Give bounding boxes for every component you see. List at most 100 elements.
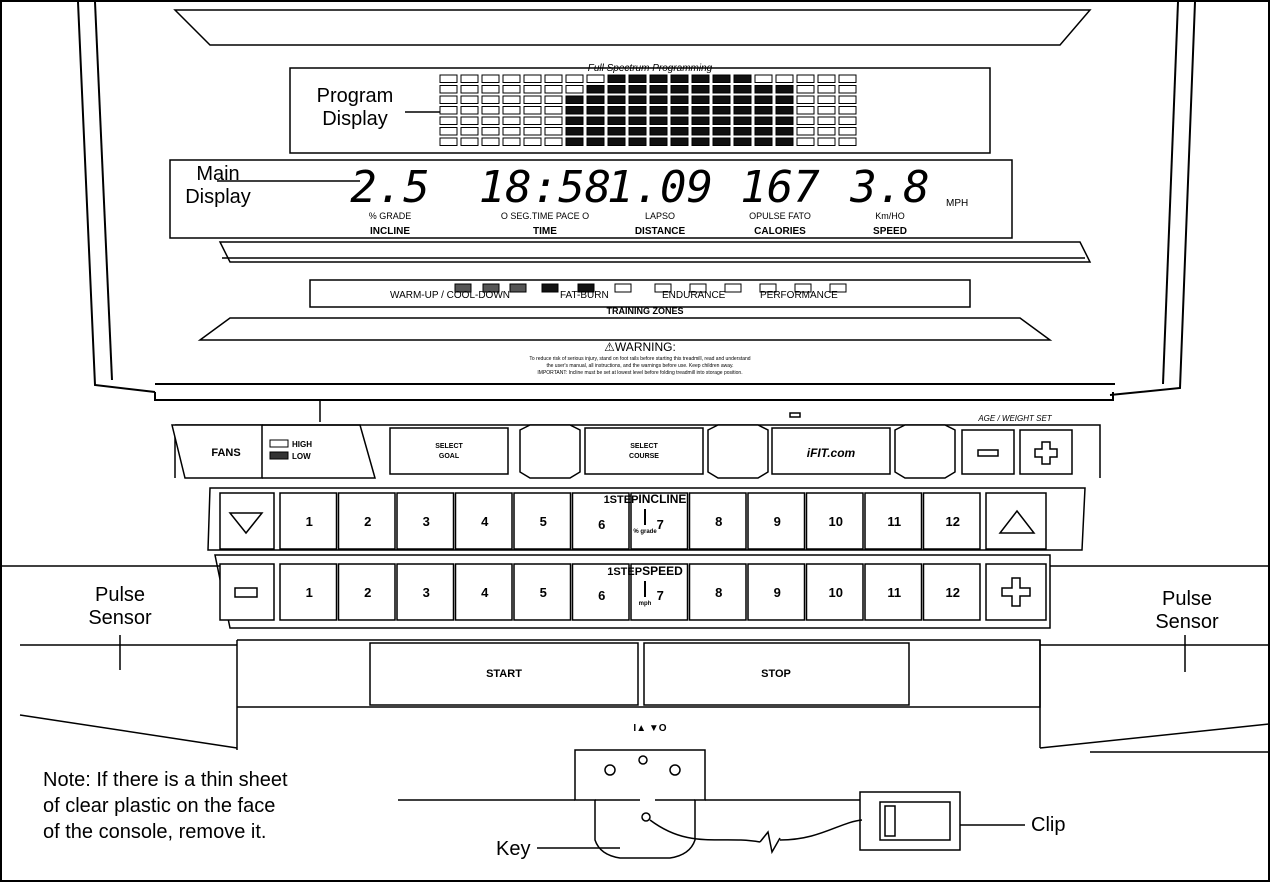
inclineRow-key[interactable] (805, 492, 864, 550)
program-cell (565, 95, 584, 104)
program-cell (733, 137, 752, 146)
inclineRow-key[interactable] (513, 492, 572, 550)
program-cell (754, 74, 773, 83)
goal-window (519, 424, 581, 479)
plus-icon (1034, 441, 1058, 465)
program-cell (544, 116, 563, 125)
program-cell (817, 127, 836, 136)
readout-sublabel: Km/HO (875, 211, 905, 221)
start-button[interactable] (369, 642, 639, 706)
program-cell (607, 95, 626, 104)
main-display-callout-line1: Main (196, 163, 240, 185)
ifit-logo: iFIT.com (807, 446, 856, 460)
readout-value: 3.8 (849, 162, 929, 213)
console-shell (77, 1, 1196, 401)
program-cell (565, 137, 584, 146)
readout-label: SPEED (873, 226, 907, 237)
program-cell (712, 74, 731, 83)
warning-line-3: IMPORTANT: Incline must be set at lowest… (537, 370, 742, 376)
program-cell (460, 85, 479, 94)
inclineRow-key[interactable] (630, 492, 689, 550)
inclineRow-key[interactable] (864, 492, 923, 550)
inclineRow-key[interactable] (922, 492, 981, 550)
program-cell (523, 85, 542, 94)
select-goal-button[interactable] (389, 427, 509, 475)
program-cell (670, 116, 689, 125)
speedRow-key-label: 1 (306, 585, 313, 600)
inclineRow-key-label: 8 (715, 514, 722, 529)
program-cell (523, 106, 542, 115)
speedRow-key-label: 5 (540, 585, 547, 600)
inclineRow-key-label: 6 (598, 517, 605, 532)
program-cell (691, 74, 710, 83)
program-cell (439, 127, 458, 136)
warning-line-1: To reduce risk of serious injury, stand … (529, 356, 750, 362)
program-cell (649, 116, 668, 125)
program-cell (733, 85, 752, 94)
speedRow-key[interactable] (747, 563, 806, 621)
start-label: START (486, 668, 522, 680)
inclineRow-key[interactable] (337, 492, 396, 550)
speedRow-key[interactable] (922, 563, 981, 621)
training-zone-leds (454, 283, 847, 293)
speedRow-key-label: 12 (946, 585, 960, 600)
program-cell (817, 74, 836, 83)
key[interactable] (574, 749, 863, 859)
program-cell (481, 74, 500, 83)
stop-label: STOP (761, 668, 791, 680)
speedRow-key[interactable] (864, 563, 923, 621)
speedRow-key[interactable] (396, 563, 455, 621)
speedRow-key[interactable] (279, 563, 338, 621)
speedRow-key[interactable] (513, 563, 572, 621)
select-course-button[interactable] (584, 427, 704, 475)
age-weight-label: AGE / WEIGHT SET (977, 414, 1052, 423)
keypad-housing (1, 400, 1270, 753)
program-cell (691, 116, 710, 125)
speedRow-key[interactable] (688, 563, 747, 621)
speedRow-key[interactable] (630, 563, 689, 621)
speedRow-key[interactable] (454, 563, 513, 621)
ifit-button[interactable] (771, 427, 891, 475)
program-display-grid (439, 74, 857, 146)
program-cell (796, 116, 815, 125)
inclineRow-onestep-label: 1STEPINCLINE (604, 492, 687, 506)
display-trim (197, 241, 1092, 341)
speedRow-key-label: 11 (887, 585, 901, 600)
inclineRow-key-label: 1 (306, 514, 313, 529)
inclineRow-key[interactable] (747, 492, 806, 550)
inclineRow-key[interactable] (571, 492, 630, 550)
inclineRow-key[interactable] (279, 492, 338, 550)
inclineRow-key[interactable] (396, 492, 455, 550)
program-cell (838, 106, 857, 115)
speedRow-key[interactable] (337, 563, 396, 621)
program-cell (502, 127, 521, 136)
program-cell (817, 116, 836, 125)
program-cell (691, 127, 710, 136)
stop-button[interactable] (643, 642, 910, 706)
inclineRow-key[interactable] (688, 492, 747, 550)
speedRow-key[interactable] (805, 563, 864, 621)
program-cell (649, 106, 668, 115)
inclineRow-key-label: 11 (887, 514, 901, 529)
speedRow-key-label: 3 (423, 585, 430, 600)
program-cell (838, 74, 857, 83)
speedRow-key[interactable] (571, 563, 630, 621)
program-cell (502, 137, 521, 146)
program-cell (439, 116, 458, 125)
program-cell (586, 95, 605, 104)
clip[interactable] (859, 791, 961, 851)
program-cell (754, 137, 773, 146)
program-cell (586, 74, 605, 83)
program-cell (460, 127, 479, 136)
program-cell (460, 74, 479, 83)
warning-title: ⚠WARNING: (604, 340, 676, 354)
inclineRow-key-label: 12 (946, 514, 960, 529)
program-cell (733, 74, 752, 83)
program-cell (817, 106, 836, 115)
inclineRow-key[interactable] (454, 492, 513, 550)
program-cell (628, 127, 647, 136)
speed-down-button[interactable] (219, 563, 275, 621)
program-cell (460, 106, 479, 115)
fan-low-indicator (269, 451, 289, 460)
